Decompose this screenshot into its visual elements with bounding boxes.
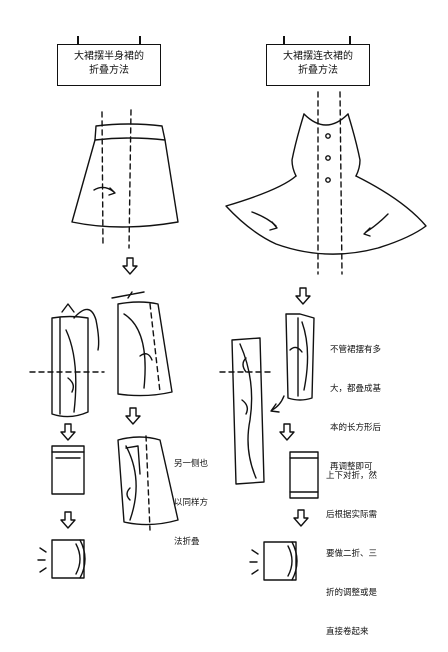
down-arrow-icon [295, 287, 311, 305]
dress-note-1-line: 本的长方形后 [330, 423, 382, 433]
down-arrow-icon [279, 423, 295, 441]
dress-note-2-line: 后根据实际需 [326, 510, 378, 520]
skirt-note-line: 以同样方 [174, 498, 209, 508]
curved-arrow-icon [270, 395, 285, 413]
fold-arrow-icon [126, 487, 131, 501]
dress-note-2: 上下对折，然 后根据实际需 要做二折、三 折的调整或是 直接卷起来 [326, 444, 377, 652]
dress-note-2-line: 直接卷起来 [326, 627, 369, 637]
fold-arrow-icon [251, 211, 277, 227]
skirt-rectangle-step3 [51, 445, 85, 495]
down-arrow-icon [293, 509, 309, 527]
dress-note-2-line: 要做二折、三 [326, 549, 378, 559]
dress-note-1-line: 大，都叠成基 [330, 384, 382, 394]
fold-arrow-icon [139, 353, 153, 361]
down-arrow-icon [60, 423, 76, 441]
dress-flat-step1 [225, 91, 427, 275]
dress-title-line1: 大裙摆连衣裙的 [283, 51, 353, 62]
dress-fold-step2 [285, 313, 315, 401]
down-arrow-icon [60, 511, 76, 529]
dress-note-1-line: 再调整即可 [330, 462, 373, 472]
pin-icon [139, 36, 141, 45]
skirt-title-line1: 大裙摆半身裙的 [74, 51, 144, 62]
pin-icon [283, 36, 285, 45]
skirt-other-side-step3b [117, 435, 179, 531]
skirt-note-line: 另一侧也 [174, 459, 209, 469]
dress-rolled-step4 [249, 541, 298, 581]
dress-note-2-line: 上下对折，然 [326, 471, 378, 481]
skirt-title-line2: 折叠方法 [89, 65, 129, 76]
dress-rectangle-step3 [289, 451, 319, 499]
folding-diagram [29, 91, 427, 581]
dress-title: 大裙摆连衣裙的 折叠方法 [266, 44, 370, 86]
fold-arrow-icon [67, 377, 75, 393]
down-arrow-icon [125, 407, 141, 425]
skirt-flat-step1 [71, 109, 179, 249]
dress-note-1-line: 不管裙摆有多 [330, 345, 382, 355]
skirt-note: 另一侧也 以同样方 法折叠 [174, 432, 208, 562]
dress-title-line2: 折叠方法 [298, 65, 338, 76]
skirt-fold-right-step2b [111, 291, 173, 397]
fold-arrow-icon [241, 399, 249, 415]
skirt-fold-left-step2 [29, 303, 105, 418]
dress-note-2-line: 折的调整或是 [326, 588, 378, 598]
skirt-title: 大裙摆半身裙的 折叠方法 [57, 44, 161, 86]
down-arrow-icon [122, 257, 138, 275]
dress-strip-step2b [219, 337, 271, 485]
dress-note-1: 不管裙摆有多 大，都叠成基 本的长方形后 再调整即可 [330, 318, 381, 487]
fold-arrow-icon [289, 346, 303, 353]
pin-icon [349, 36, 351, 45]
pin-icon [77, 36, 79, 45]
skirt-rolled-step4 [37, 539, 86, 579]
skirt-note-line: 法折叠 [174, 537, 200, 547]
